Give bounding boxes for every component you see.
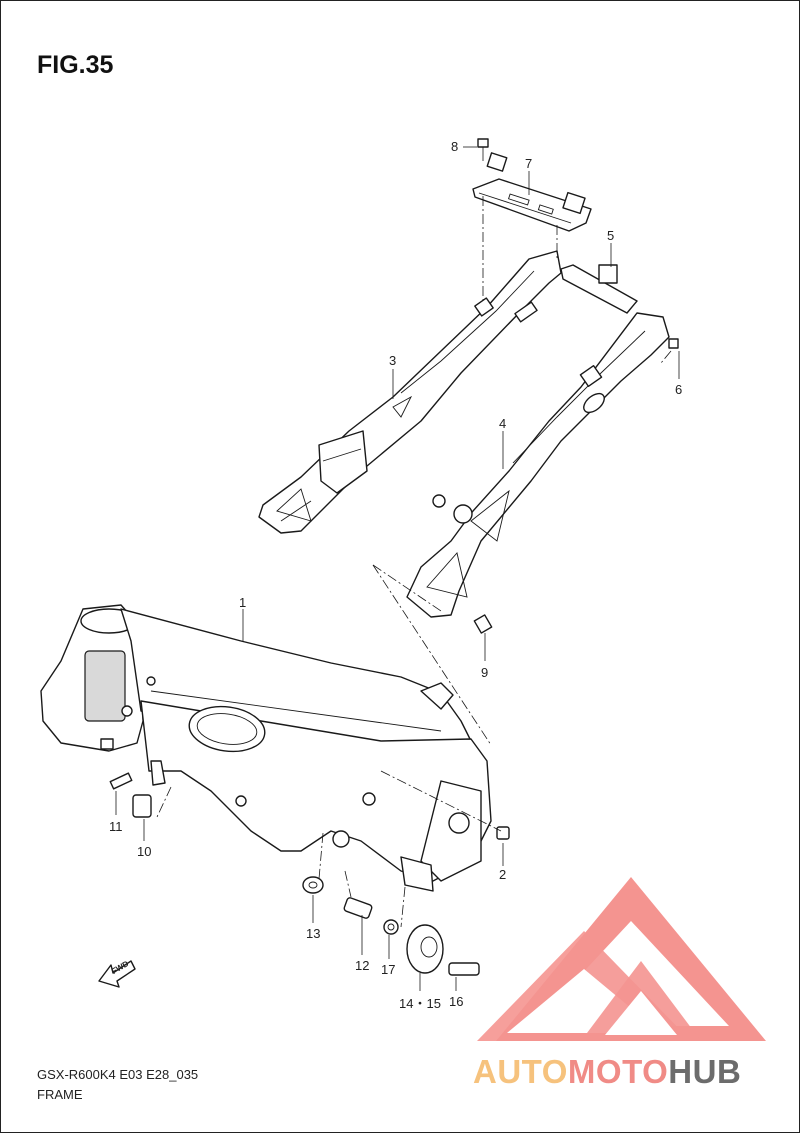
watermark-hub: HUB: [668, 1053, 742, 1090]
part-13-washer: [302, 876, 324, 894]
part-3-left-seat-rail: [258, 250, 562, 534]
part-7-bracket: [472, 152, 592, 232]
part-2-nut: [496, 826, 510, 840]
callout-13: 13: [306, 926, 321, 941]
callout-17: 17: [381, 962, 396, 977]
watermark-text: AUTOMOTOHUB: [473, 1053, 741, 1091]
callout-10: 10: [137, 844, 152, 859]
part-9-bolt: [473, 614, 493, 634]
part-8-bolt: [477, 138, 489, 161]
part-17-washer: [383, 919, 399, 935]
fwd-direction-marker: [98, 960, 136, 988]
section-name: FRAME: [37, 1087, 83, 1102]
callout-4: 4: [499, 416, 507, 431]
model-code: GSX-R600K4 E03 E28_035: [37, 1067, 199, 1082]
callout-11: 11: [109, 819, 123, 834]
leader-lines: [115, 146, 680, 991]
part-16-bolt: [448, 962, 480, 976]
part-11-bolt: [109, 772, 133, 790]
part-4-right-seat-rail: [406, 312, 670, 618]
callout-7: 7: [525, 156, 533, 171]
part-6-bolt: [668, 338, 679, 349]
callout-8: 8: [451, 139, 459, 154]
watermark-auto: AUTO: [473, 1053, 568, 1090]
figure-title: FIG.35: [37, 51, 114, 79]
part-5-crossmember: [560, 264, 638, 314]
callout-6: 6: [675, 382, 683, 397]
part-12-bolt: [343, 897, 373, 919]
part-1-main-frame: [40, 604, 492, 892]
callout-9: 9: [481, 665, 489, 680]
part-14-15-bushing: [406, 924, 444, 974]
watermark-logo: [477, 877, 766, 1041]
callout-3: 3: [389, 353, 397, 368]
callout-12: 12: [355, 958, 370, 973]
hardware: [109, 338, 679, 976]
watermark-moto: MOTO: [567, 1053, 669, 1090]
part-10-collar: [132, 794, 152, 818]
callout-5: 5: [607, 228, 615, 243]
callout-2: 2: [499, 867, 507, 882]
callout-16: 16: [449, 994, 464, 1009]
alignment-lines: [156, 196, 672, 928]
callout-14-15: 14・15: [399, 996, 441, 1011]
callout-1: 1: [239, 595, 247, 610]
